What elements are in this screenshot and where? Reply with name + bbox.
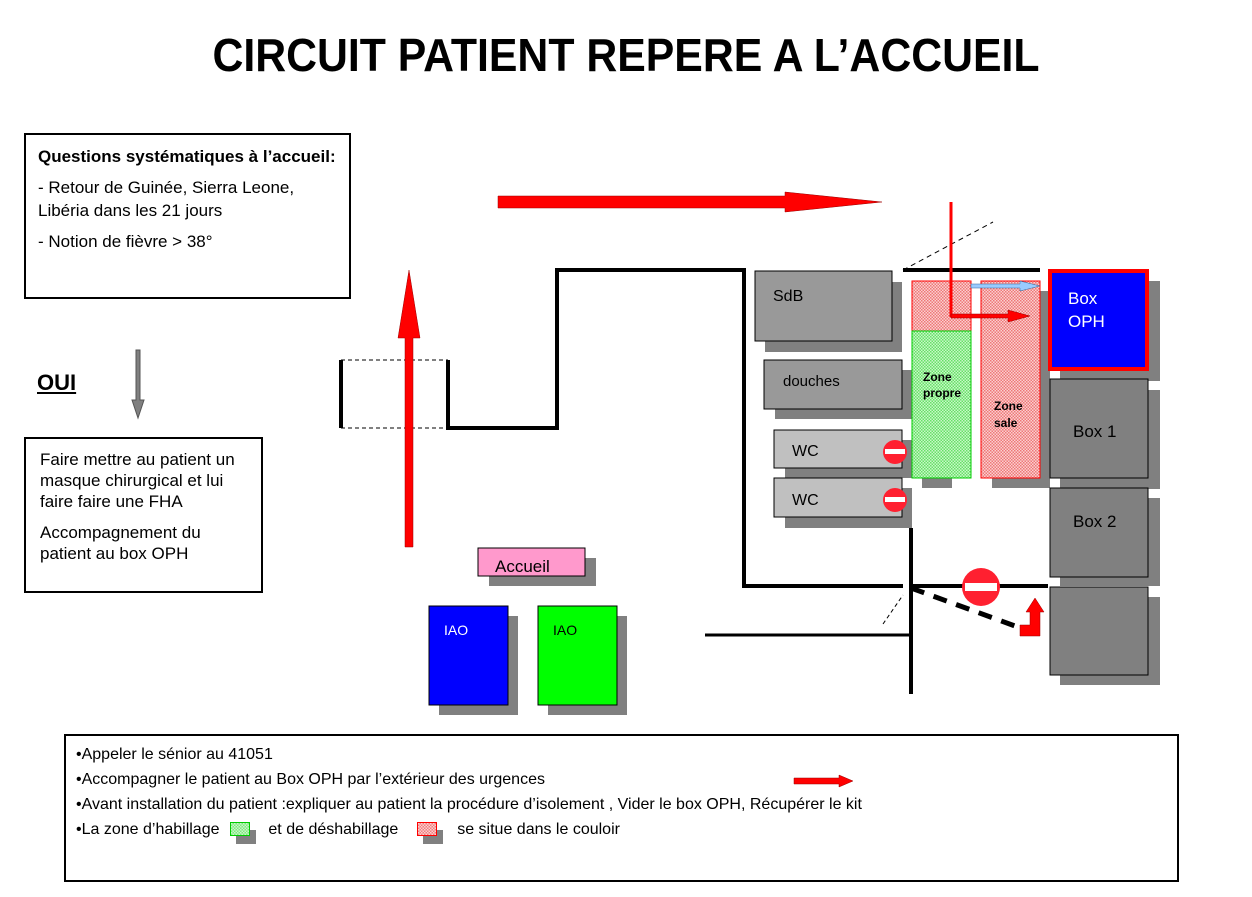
room-iao-2	[537, 605, 618, 706]
turn-arrow-icon	[1019, 597, 1045, 637]
room-douches	[763, 359, 903, 410]
route-arrow-vertical	[397, 269, 421, 548]
room-wc-1-label: WC	[792, 443, 819, 460]
action-paragraph: Faire mettre au patient un masque chirur…	[40, 450, 235, 511]
action-box: Faire mettre au patient un masque chirur…	[24, 437, 263, 593]
room-box-3	[1049, 586, 1149, 676]
route-arrow-to-zone-sale	[950, 309, 1031, 323]
room-box-2-label: Box 2	[1073, 512, 1116, 531]
down-arrow-icon	[131, 349, 145, 420]
no-entry-icon	[962, 568, 1000, 606]
door-dashed-thick	[910, 585, 1016, 629]
room-douches-label: douches	[783, 373, 840, 390]
instruction-line: •Avant installation du patient :explique…	[76, 796, 862, 813]
questions-box: Questions systématiques à l’accueil: - R…	[24, 133, 351, 299]
action-paragraph: Accompagnement du patient au box OPH	[40, 523, 201, 563]
room-wc-2	[773, 477, 903, 518]
room-box-1-label: Box 1	[1073, 422, 1116, 441]
instruction-text: •Accompagner le patient au Box OPH par l…	[76, 771, 545, 788]
room-sdb-label: SdB	[773, 288, 803, 305]
zone-propre	[911, 330, 972, 479]
room-box-oph-label: Box	[1068, 289, 1098, 308]
door-dashed-diag-top	[902, 221, 994, 271]
question-item: - Retour de Guinée, Sierra Leone, Libéri…	[38, 178, 295, 220]
zone-propre-label: propre	[923, 386, 961, 400]
no-entry-icon	[883, 440, 907, 464]
route-arrow-horizontal	[497, 191, 883, 213]
zone-propre-label: Zone	[923, 370, 952, 384]
room-accueil-label: Accueil	[495, 557, 550, 576]
light-blue-arrow	[970, 280, 1041, 292]
zone-sale-label: Zone	[994, 399, 1023, 413]
route-arrow-legend-icon	[793, 774, 854, 788]
room-iao-1-label: IAO	[444, 622, 468, 638]
no-entry-icon	[883, 488, 907, 512]
instructions-box: •Appeler le sénior au 41051 •Accompagner…	[64, 734, 1179, 882]
zone-sale-label: sale	[994, 416, 1018, 430]
legend-swatch-habillage	[229, 821, 256, 844]
room-wc-2-label: WC	[792, 492, 819, 509]
page-title: CIRCUIT PATIENT REPERE A L’ACCUEIL	[212, 29, 1040, 81]
room-box-oph-label: OPH	[1068, 312, 1105, 331]
door-dashed-diag-bottom	[882, 594, 904, 625]
room-sdb	[754, 270, 893, 342]
questions-heading: Questions systématiques à l’accueil:	[38, 147, 336, 166]
decision-label: OUI	[37, 370, 77, 395]
room-iao-2-label: IAO	[553, 622, 577, 638]
instruction-line: •Accompagner le patient au Box OPH par l…	[76, 767, 1167, 792]
instruction-line-legend: •La zone d’habillage et de déshabillage …	[76, 817, 1167, 844]
legend-text: se situe dans le couloir	[457, 821, 620, 838]
room-accueil	[477, 547, 586, 577]
legend-swatch-deshabillage	[416, 821, 443, 844]
legend-text: et de déshabillage	[268, 821, 399, 838]
room-box-oph	[1048, 269, 1149, 371]
room-iao-1	[428, 605, 509, 706]
instruction-line: •Appeler le sénior au 41051	[76, 746, 273, 763]
question-item: - Notion de fièvre > 38°	[38, 232, 213, 251]
room-box-1	[1049, 378, 1149, 479]
zone-sale-entry	[911, 280, 972, 332]
legend-text: •La zone d’habillage	[76, 821, 220, 838]
room-box-2	[1049, 487, 1149, 578]
